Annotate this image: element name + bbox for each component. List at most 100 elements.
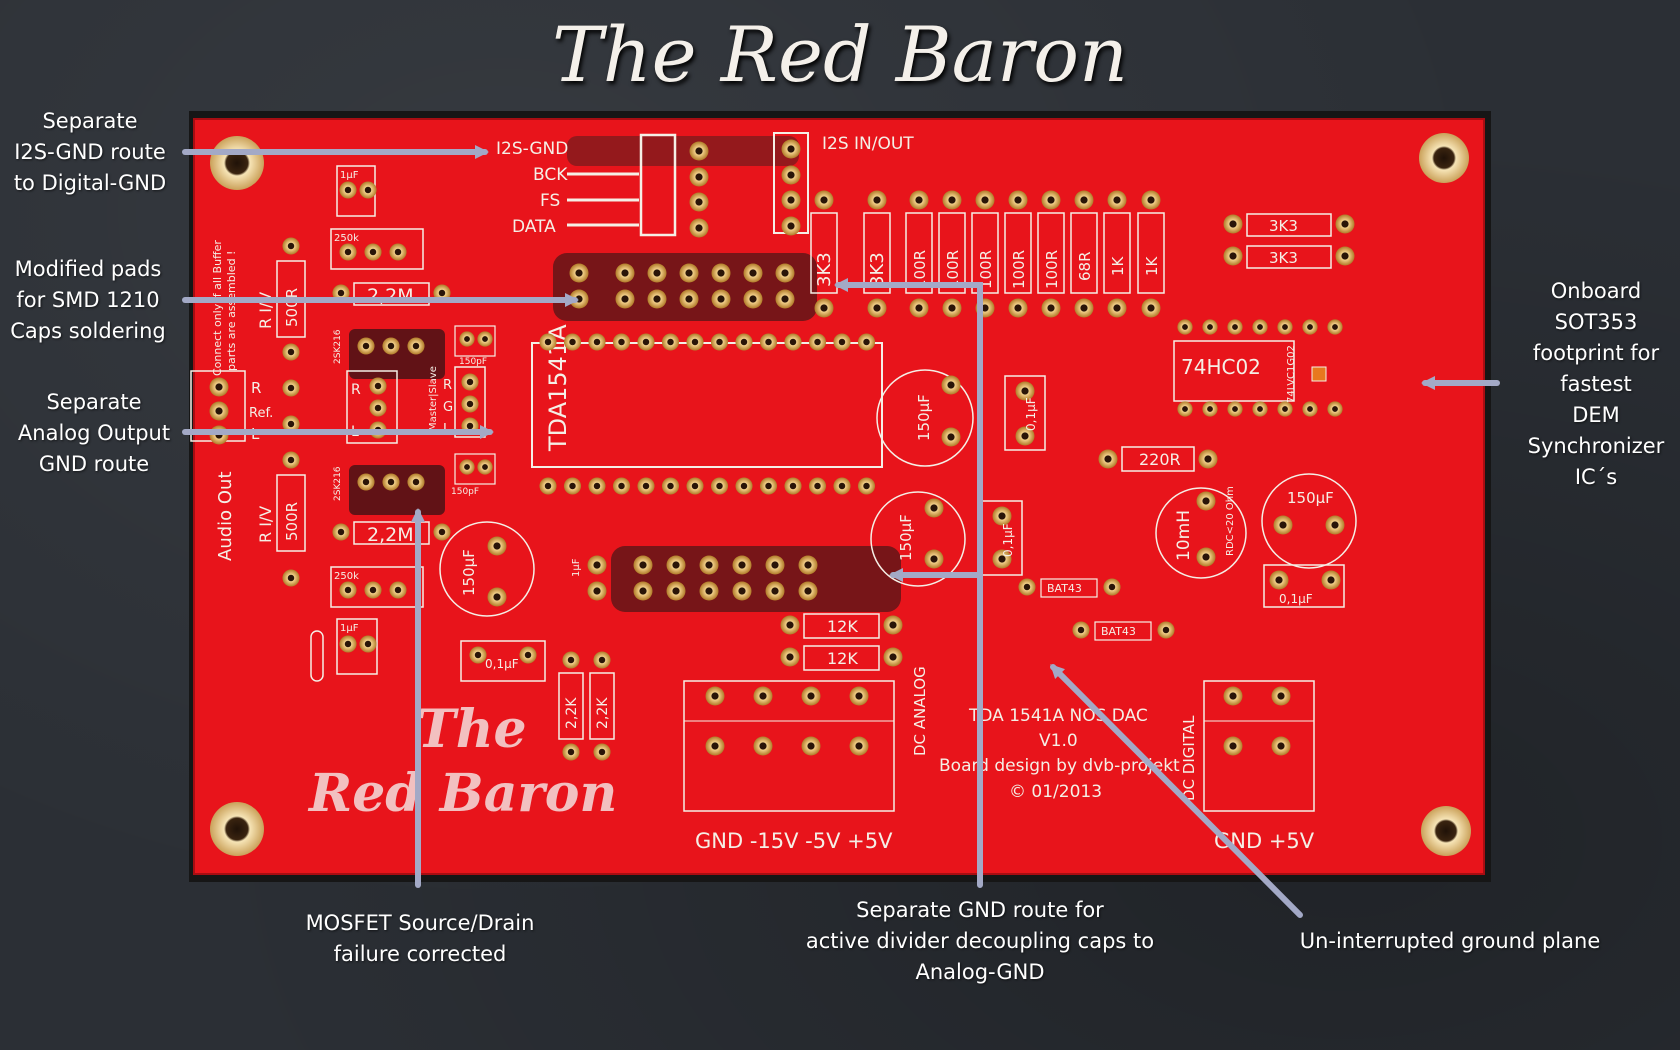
ic-pin xyxy=(710,333,729,351)
ic-pin xyxy=(784,477,802,495)
svg-text:100R: 100R xyxy=(911,250,929,289)
svg-text:1µF: 1µF xyxy=(571,558,582,577)
svg-text:150µF: 150µF xyxy=(915,394,933,441)
ic-pin xyxy=(637,333,655,351)
ic-pin xyxy=(833,477,851,495)
svg-text:68R: 68R xyxy=(1076,251,1094,281)
svg-text:G: G xyxy=(443,400,453,415)
svg-text:Red Baron: Red Baron xyxy=(307,763,617,824)
ic-pin xyxy=(563,477,582,495)
ic-pin xyxy=(808,333,827,351)
highlight-divider-pads xyxy=(611,546,901,612)
svg-text:© 01/2013: © 01/2013 xyxy=(1009,782,1102,802)
svg-text:Master|Slave: Master|Slave xyxy=(428,366,439,431)
svg-text:100R: 100R xyxy=(1043,250,1061,289)
svg-text:FS: FS xyxy=(540,191,560,211)
svg-text:150pF: 150pF xyxy=(451,487,479,497)
svg-text:V1.0: V1.0 xyxy=(1039,731,1078,751)
svg-text:Ref.: Ref. xyxy=(249,406,273,421)
svg-text:Audio Out: Audio Out xyxy=(215,471,236,561)
ic-pin xyxy=(661,333,680,351)
svg-text:12K: 12K xyxy=(827,649,858,668)
svg-text:1µF: 1µF xyxy=(340,623,359,634)
svg-text:2,2M: 2,2M xyxy=(367,285,414,307)
svg-text:100R: 100R xyxy=(977,250,995,289)
svg-text:150µF: 150µF xyxy=(897,514,915,561)
svg-text:2,2M: 2,2M xyxy=(367,524,414,546)
svg-text:L: L xyxy=(351,424,359,440)
svg-text:3K3: 3K3 xyxy=(867,252,888,287)
svg-text:150µF: 150µF xyxy=(1287,489,1334,507)
ic-pin xyxy=(833,333,851,351)
svg-text:0,1µF: 0,1µF xyxy=(485,657,519,671)
ic-pin xyxy=(808,477,827,495)
svg-text:L: L xyxy=(251,425,260,443)
svg-text:3K3: 3K3 xyxy=(814,252,835,287)
svg-text:Board design by dvb-projekt: Board design by dvb-projekt xyxy=(939,756,1180,776)
svg-text:500R: 500R xyxy=(283,502,301,541)
ic-pin xyxy=(759,333,778,351)
ic-pin xyxy=(539,477,557,495)
svg-text:3K3: 3K3 xyxy=(1269,249,1298,267)
svg-text:74HC02: 74HC02 xyxy=(1181,355,1261,379)
resistor-array: 3K3 3K3 100R 100R 100R 100R 100R 68R xyxy=(810,190,1165,318)
ic-pin xyxy=(857,477,876,495)
ic-pin xyxy=(661,477,680,495)
ic-pin xyxy=(784,333,802,351)
mounting-hole xyxy=(1419,133,1469,183)
ic-pin xyxy=(612,477,631,495)
svg-text:150pF: 150pF xyxy=(459,357,487,367)
mounting-hole xyxy=(210,802,264,856)
svg-text:250k: 250k xyxy=(334,571,359,582)
page-title: The Red Baron xyxy=(552,10,1128,99)
svg-text:DC ANALOG: DC ANALOG xyxy=(911,666,929,756)
ic-pin xyxy=(710,477,729,495)
svg-text:2SK216: 2SK216 xyxy=(333,466,343,501)
ic-pin xyxy=(735,333,753,351)
svg-text:DC DIGITAL: DC DIGITAL xyxy=(1180,715,1198,801)
svg-text:L: L xyxy=(443,422,451,437)
svg-text:12K: 12K xyxy=(827,617,858,636)
svg-text:I2S IN/OUT: I2S IN/OUT xyxy=(822,134,914,154)
highlight-i2s-gnd xyxy=(567,136,799,166)
ic-pin xyxy=(539,333,557,351)
ic-pin xyxy=(735,477,753,495)
ic-pin xyxy=(857,333,876,351)
ic-pin xyxy=(612,333,631,351)
svg-text:1K: 1K xyxy=(1109,255,1127,276)
svg-text:100R: 100R xyxy=(1010,250,1028,289)
svg-text:1K: 1K xyxy=(1143,255,1161,276)
svg-text:100R: 100R xyxy=(944,250,962,289)
svg-text:BAT43: BAT43 xyxy=(1047,582,1082,595)
svg-text:74LVC1G02: 74LVC1G02 xyxy=(1286,345,1297,403)
ic-pin xyxy=(563,333,582,351)
svg-text:TDA 1541A NOS DAC: TDA 1541A NOS DAC xyxy=(968,706,1148,726)
svg-text:250k: 250k xyxy=(334,233,359,244)
sot353-footprint xyxy=(1311,366,1327,382)
svg-text:RDC<20 Ohm: RDC<20 Ohm xyxy=(1225,486,1236,556)
svg-text:parts are assembled !: parts are assembled ! xyxy=(225,251,238,371)
svg-text:3K3: 3K3 xyxy=(1269,217,1298,235)
svg-text:I2S-GND: I2S-GND xyxy=(496,139,568,159)
svg-text:1µF: 1µF xyxy=(340,170,359,181)
svg-text:BAT43: BAT43 xyxy=(1101,625,1136,638)
svg-text:R I/V: R I/V xyxy=(256,292,275,329)
ic-pin xyxy=(588,333,606,351)
svg-text:R: R xyxy=(443,378,452,393)
svg-text:10mH: 10mH xyxy=(1174,510,1194,561)
svg-text:BCK: BCK xyxy=(533,165,568,185)
svg-text:Connect only if all Buffer: Connect only if all Buffer xyxy=(211,240,224,376)
ic-pin xyxy=(759,477,778,495)
ic-pin xyxy=(686,333,704,351)
annotation-ground-plane: Un-interrupted ground plane xyxy=(1299,929,1601,953)
svg-text:2SK216: 2SK216 xyxy=(333,329,343,364)
svg-text:150µF: 150µF xyxy=(460,549,478,596)
svg-text:220R: 220R xyxy=(1139,450,1181,469)
ic-pin xyxy=(637,477,655,495)
svg-text:500R: 500R xyxy=(283,288,301,327)
mounting-hole xyxy=(210,136,264,190)
svg-text:GND +5V: GND +5V xyxy=(1214,829,1315,853)
